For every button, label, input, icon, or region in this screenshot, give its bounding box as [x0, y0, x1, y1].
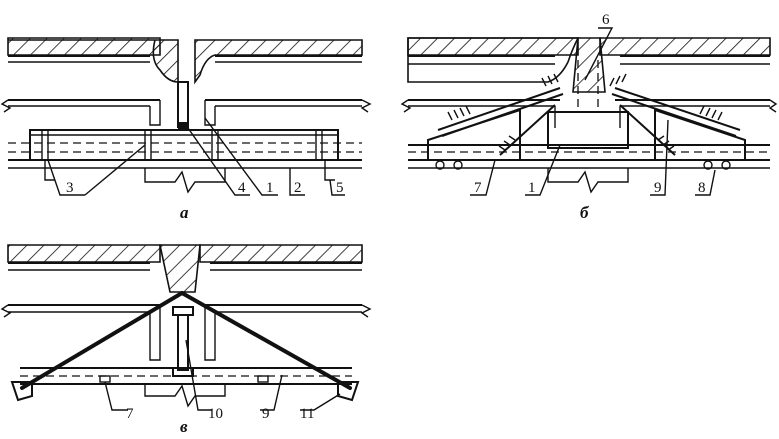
panel-v-label-11: 11: [300, 406, 314, 422]
panel-a-label-5: 5: [336, 180, 344, 196]
panel-v: [0, 244, 372, 411]
panel-v-label-7: 7: [126, 406, 134, 422]
panel-b-label-9: 9: [654, 180, 662, 196]
panel-a-center-post: [177, 81, 189, 128]
panel-b-center-block: [547, 111, 629, 149]
panel-a-label-4: 4: [238, 180, 246, 196]
panel-v-anchor-left: [10, 381, 33, 402]
panel-b-weld-marks: [447, 73, 723, 151]
panel-b: [400, 27, 778, 196]
panel-a: [0, 37, 372, 196]
panel-a-label-2: 2: [294, 180, 302, 196]
panel-v-cable-right: [180, 291, 352, 390]
panel-b-caption: б: [580, 203, 590, 222]
panel-a-label-3: 3: [66, 180, 74, 196]
panel-v-post-web: [177, 314, 189, 371]
panel-a-post-base: [178, 122, 188, 130]
panel-b-label-6: 6: [602, 12, 610, 28]
panel-v-label-9: 9: [262, 406, 270, 422]
panel-v-cable-left: [20, 291, 184, 390]
panel-b-label-8: 8: [698, 180, 706, 196]
panel-b-label-7: 7: [474, 180, 482, 196]
panel-a-slab-top-left-band: [7, 37, 161, 56]
panel-a-label-1: 1: [266, 180, 274, 196]
panel-a-caption: а: [180, 203, 189, 222]
panel-b-label-1: 1: [528, 180, 536, 196]
panel-v-label-10: 10: [208, 406, 223, 422]
panel-a-slab-right: [194, 39, 363, 85]
panel-v-post-top: [172, 306, 194, 316]
panel-b-bracket-right: [654, 108, 746, 161]
panel-v-caption: в: [180, 417, 188, 436]
